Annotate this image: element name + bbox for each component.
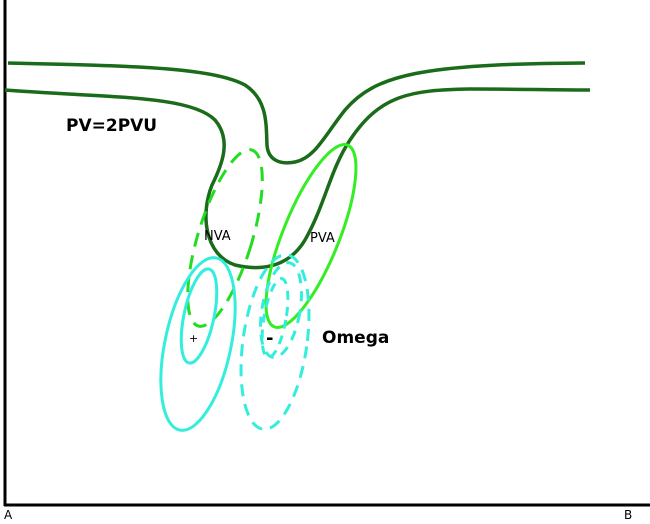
tropopause-upper-line: [7, 61, 586, 165]
omega-plus-sign: +: [189, 332, 199, 345]
omega-positive-outer-contour: [159, 256, 237, 432]
pv-label: PV=2PVU: [66, 116, 158, 136]
nva-label: NVA: [204, 229, 231, 244]
omega-positive-inner-contour: [179, 267, 219, 365]
tropopause-lower-line: [4, 87, 591, 270]
omega-negative-middle-contour: [259, 261, 303, 359]
omega-minus-sign: -: [266, 328, 274, 349]
omega-negative-inner-contour: [260, 277, 290, 359]
omega-negative-outer-contour: [239, 253, 311, 431]
axis-end-label: B: [624, 508, 633, 522]
axis-start-label: A: [4, 508, 13, 522]
pva-contour: [264, 143, 358, 329]
omega-label: Omega: [322, 328, 390, 348]
nva-dashed-contour: [186, 148, 264, 328]
pva-label: PVA: [310, 231, 335, 246]
